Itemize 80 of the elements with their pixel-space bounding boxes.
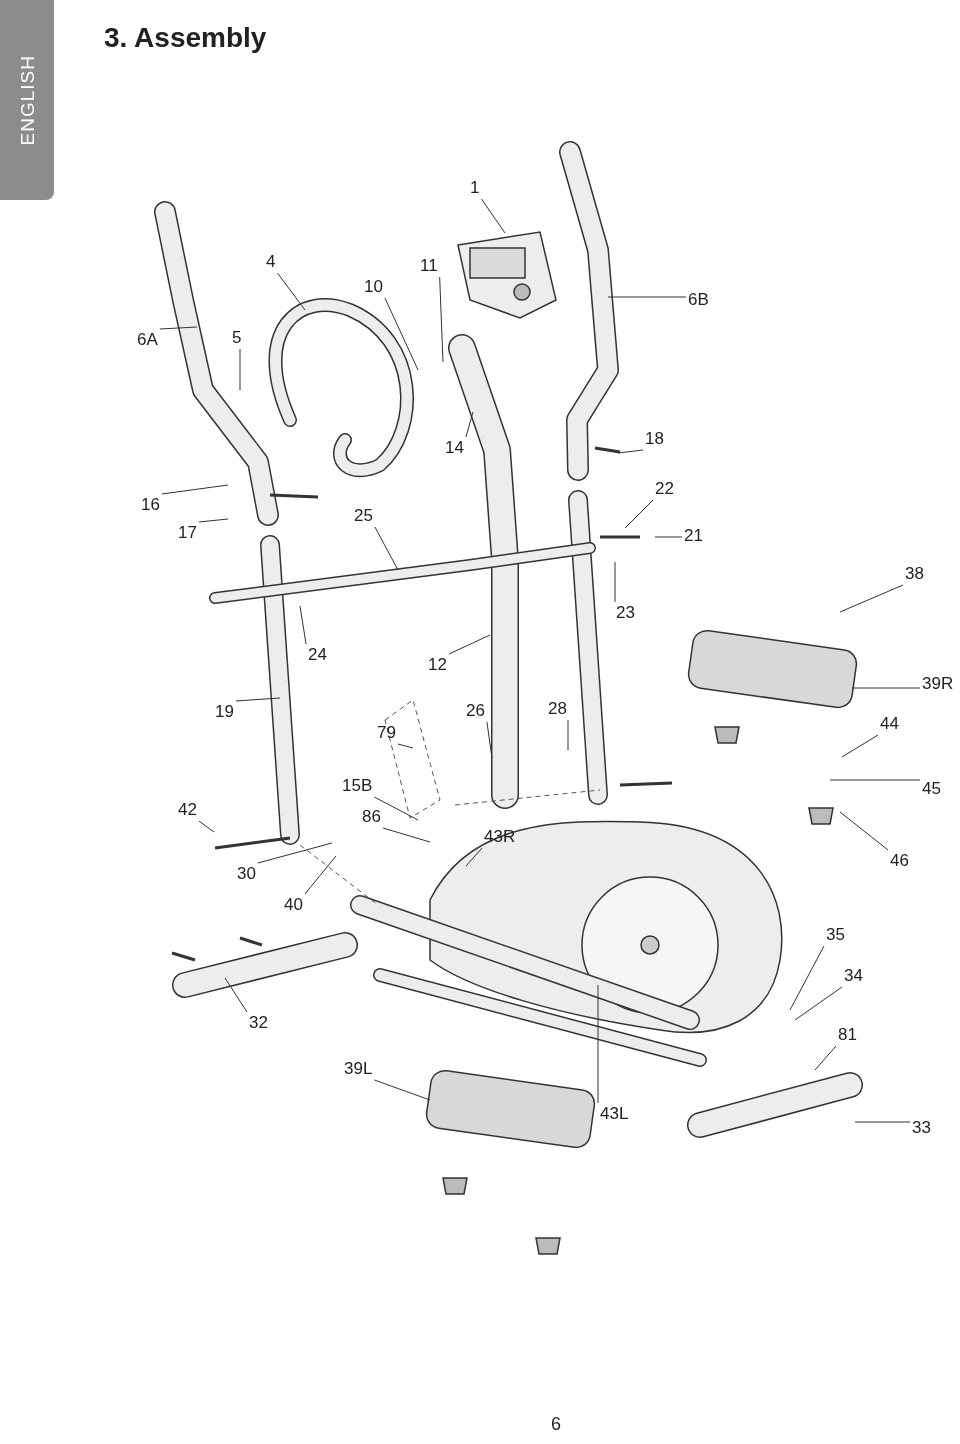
callout-number: 35 bbox=[826, 925, 845, 945]
callout-number: 45 bbox=[922, 779, 941, 799]
callout-number: 40 bbox=[284, 895, 303, 915]
callout-number: 43L bbox=[600, 1104, 629, 1124]
leader-line bbox=[373, 796, 419, 821]
callout-number: 17 bbox=[178, 523, 197, 543]
leader-line bbox=[851, 687, 921, 689]
callout-number: 4 bbox=[266, 252, 276, 272]
leader-line bbox=[159, 326, 198, 330]
leader-line bbox=[624, 499, 654, 529]
callout-number: 22 bbox=[655, 479, 674, 499]
leader-line bbox=[841, 734, 879, 758]
leader-line bbox=[814, 1045, 837, 1071]
section-title: 3. Assembly bbox=[104, 22, 267, 54]
callout-number: 1 bbox=[470, 178, 480, 198]
callout-number: 42 bbox=[178, 800, 197, 820]
leader-line bbox=[465, 847, 483, 867]
callout-number: 12 bbox=[428, 655, 447, 675]
callout-number: 14 bbox=[445, 438, 464, 458]
leader-line bbox=[654, 536, 683, 538]
leader-line bbox=[373, 1079, 431, 1101]
leader-line bbox=[239, 348, 241, 391]
callout-number: 44 bbox=[880, 714, 899, 734]
leader-line bbox=[198, 518, 229, 523]
callout-number: 6B bbox=[688, 290, 709, 310]
callout-number: 81 bbox=[838, 1025, 857, 1045]
callout-number: 32 bbox=[249, 1013, 268, 1033]
leader-line bbox=[607, 296, 687, 298]
leader-line bbox=[789, 945, 825, 1011]
leader-line bbox=[854, 1121, 911, 1123]
leader-line bbox=[299, 605, 307, 645]
callout-number: 6A bbox=[137, 330, 158, 350]
leader-line bbox=[382, 827, 431, 843]
page-number: 6 bbox=[551, 1414, 561, 1435]
leader-line bbox=[480, 198, 506, 234]
callout-number: 19 bbox=[215, 702, 234, 722]
callout-number: 24 bbox=[308, 645, 327, 665]
callout-number: 15B bbox=[342, 776, 373, 796]
leader-line bbox=[439, 276, 444, 363]
callout-number: 10 bbox=[364, 277, 383, 297]
leader-line bbox=[397, 743, 414, 749]
leader-line bbox=[304, 855, 337, 895]
callout-number: 46 bbox=[890, 851, 909, 871]
callout-number: 86 bbox=[362, 807, 381, 827]
leader-line bbox=[486, 721, 493, 759]
leader-line bbox=[448, 634, 491, 655]
callout-number: 79 bbox=[377, 723, 396, 743]
callout-number: 30 bbox=[237, 864, 256, 884]
callout-number: 18 bbox=[645, 429, 664, 449]
leader-line bbox=[839, 584, 904, 613]
leader-line bbox=[224, 977, 248, 1013]
callout-number: 26 bbox=[466, 701, 485, 721]
leader-line bbox=[257, 842, 333, 864]
callout-number: 33 bbox=[912, 1118, 931, 1138]
callout-number: 25 bbox=[354, 506, 373, 526]
callout-number: 39R bbox=[922, 674, 954, 694]
callout-number: 16 bbox=[141, 495, 160, 515]
leader-line bbox=[198, 820, 215, 833]
leader-line bbox=[384, 297, 419, 371]
leader-line bbox=[235, 697, 281, 702]
callout-number: 38 bbox=[905, 564, 924, 584]
leader-line bbox=[276, 272, 306, 311]
callout-number: 5 bbox=[232, 328, 242, 348]
callout-number: 23 bbox=[616, 603, 635, 623]
leader-line bbox=[597, 984, 599, 1104]
callout-number: 28 bbox=[548, 699, 567, 719]
callout-number: 11 bbox=[420, 256, 438, 276]
callout-number: 21 bbox=[684, 526, 703, 546]
leader-line bbox=[839, 811, 889, 851]
leader-line bbox=[614, 561, 616, 603]
leader-line bbox=[794, 986, 843, 1021]
callout-number: 39L bbox=[344, 1059, 373, 1079]
language-label: ENGLISH bbox=[17, 55, 39, 146]
leader-line bbox=[465, 411, 474, 438]
leader-line bbox=[617, 449, 644, 454]
leader-line bbox=[829, 779, 921, 781]
leader-line bbox=[567, 719, 569, 751]
leader-line bbox=[161, 484, 229, 495]
leader-line bbox=[374, 526, 399, 571]
callout-number: 34 bbox=[844, 966, 863, 986]
